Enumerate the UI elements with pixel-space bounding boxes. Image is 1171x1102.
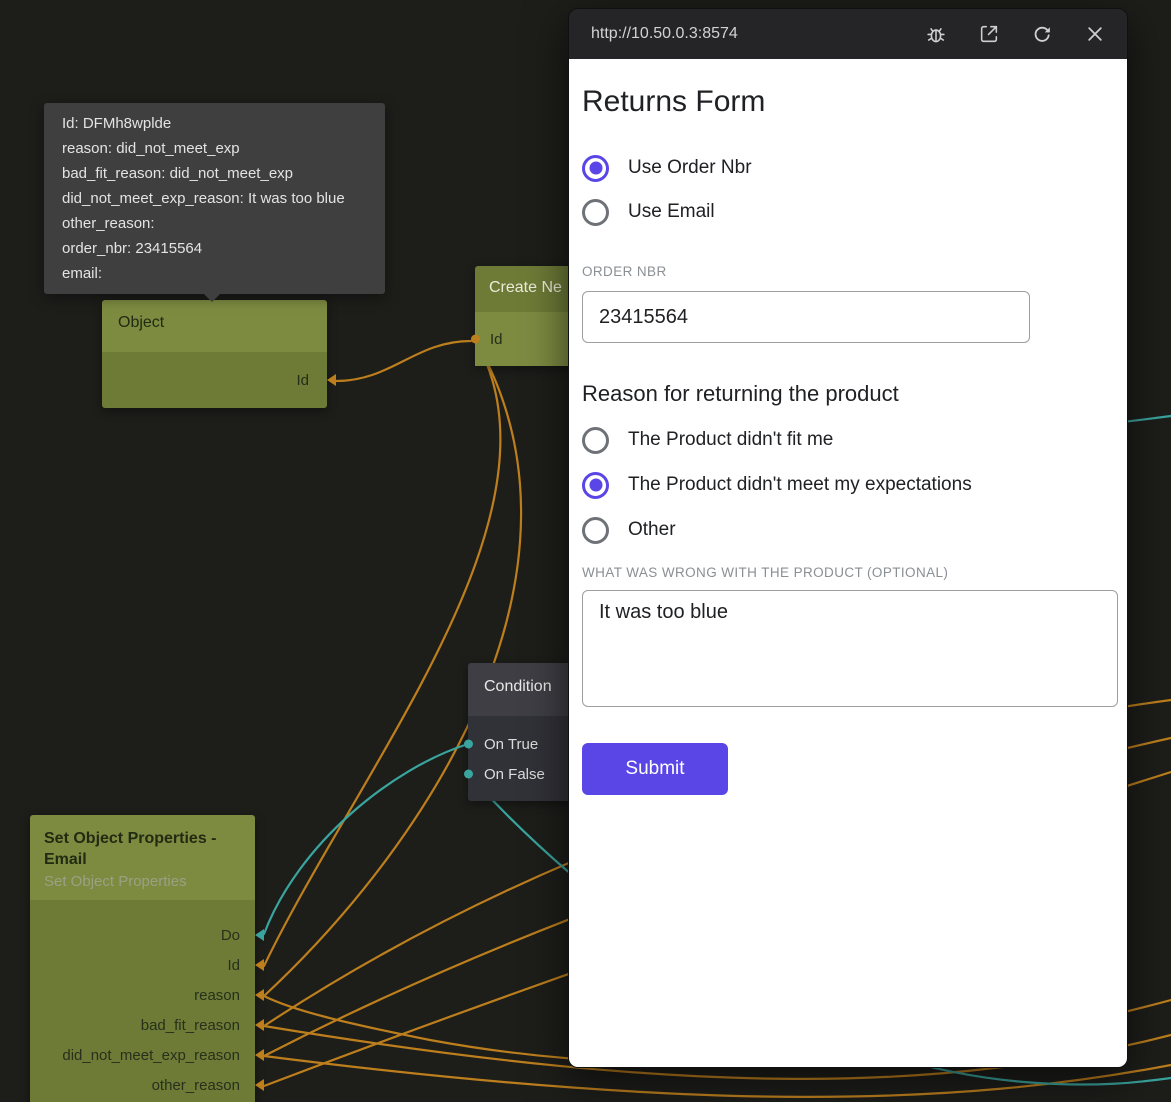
- submit-button[interactable]: Submit: [582, 743, 728, 795]
- node-set-subtitle: Set Object Properties: [44, 873, 187, 890]
- wire-bottom-3: [262, 1054, 1171, 1098]
- radio-label: Use Email: [628, 201, 715, 222]
- browser-titlebar[interactable]: http://10.50.0.3:8574: [569, 9, 1127, 59]
- port-bad-fit[interactable]: [255, 1019, 264, 1031]
- radio-label: Other: [628, 519, 676, 540]
- preview-window: http://10.50.0.3:8574: [568, 8, 1128, 1068]
- tooltip-line: bad_fit_reason: did_not_meet_exp: [62, 165, 294, 182]
- port-id-label: Id: [227, 956, 240, 974]
- port-reason-label: reason: [194, 986, 240, 1004]
- on-false-label: On False: [484, 765, 545, 783]
- port-row-bad-fit-reason: bad_fit_reason: [30, 1010, 264, 1040]
- tooltip-line: reason: did_not_meet_exp: [62, 140, 240, 157]
- wrong-with-product-textarea[interactable]: It was too blue: [582, 590, 1118, 707]
- wire-ontrue-to-do: [262, 742, 470, 936]
- wire-to-id-port: [262, 339, 502, 968]
- port-reason[interactable]: [255, 989, 264, 1001]
- radio-unselected-icon[interactable]: [582, 198, 609, 226]
- radio-use-email[interactable]: Use Email: [582, 195, 1114, 229]
- node-create-id-port[interactable]: [471, 334, 480, 344]
- on-true-port[interactable]: [464, 739, 473, 749]
- wrong-with-product-label: WHAT WAS WRONG WITH THE PRODUCT (OPTIONA…: [582, 565, 949, 580]
- on-false-port[interactable]: [464, 769, 473, 779]
- tooltip-line: Id: DFMh8wplde: [62, 115, 172, 132]
- node-object-id-row: Id: [102, 352, 336, 408]
- radio-use-order-nbr[interactable]: Use Order Nbr: [582, 151, 1114, 185]
- port-did-not-meet-label: did_not_meet_exp_reason: [62, 1046, 240, 1064]
- port-do[interactable]: [255, 929, 264, 941]
- node-object-id-port[interactable]: [327, 374, 336, 386]
- radio-unselected-icon[interactable]: [582, 516, 609, 544]
- node-object[interactable]: Object Id: [102, 300, 336, 408]
- node-object-id-label: Id: [296, 371, 309, 389]
- node-set-object-properties[interactable]: Set Object Properties - Email Set Object…: [30, 815, 264, 1102]
- port-other-reason[interactable]: [255, 1079, 264, 1091]
- radio-unselected-icon[interactable]: [582, 426, 609, 454]
- node-create-id-label: Id: [490, 330, 503, 348]
- radio-label: Use Order Nbr: [628, 157, 752, 178]
- port-other-reason-label: other_reason: [151, 1076, 240, 1094]
- port-row-reason: reason: [30, 980, 264, 1010]
- node-set-title: Set Object Properties - Email: [44, 830, 217, 868]
- tooltip-line: email:: [62, 265, 103, 282]
- open-in-new-window-icon[interactable]: [977, 22, 1001, 46]
- port-do-label: Do: [220, 926, 240, 944]
- tooltip-line: other_reason:: [62, 215, 155, 232]
- port-row-other-reason: other_reason: [30, 1070, 264, 1100]
- refresh-icon[interactable]: [1030, 22, 1054, 46]
- lookup-radio-group: Use Order Nbr Use Email: [582, 151, 1114, 229]
- radio-label: The Product didn't meet my expectations: [628, 474, 972, 495]
- form-page: Returns Form Use Order Nbr Use Email ORD…: [569, 59, 1127, 1067]
- reason-radio-group: The Product didn't fit me The Product di…: [582, 423, 1114, 547]
- order-nbr-label: ORDER NBR: [582, 264, 667, 279]
- node-debug-tooltip: Id: DFMh8wplde reason: did_not_meet_exp …: [44, 103, 385, 302]
- on-true-label: On True: [484, 735, 539, 753]
- url-text: http://10.50.0.3:8574: [591, 25, 738, 42]
- port-bad-fit-label: bad_fit_reason: [140, 1016, 240, 1034]
- node-object-title: Object: [102, 300, 327, 352]
- radio-label: The Product didn't fit me: [628, 429, 834, 450]
- node-condition-onfalse-row: On False: [464, 759, 653, 789]
- radio-other[interactable]: Other: [582, 513, 1114, 547]
- close-icon[interactable]: [1083, 22, 1107, 46]
- port-id[interactable]: [255, 959, 264, 971]
- tooltip-line: did_not_meet_exp_reason: It was too blue: [62, 190, 345, 207]
- port-row-id: Id: [30, 950, 264, 980]
- reason-heading: Reason for returning the product: [582, 381, 899, 406]
- tooltip-line: order_nbr: 23415564: [62, 240, 203, 257]
- radio-selected-icon[interactable]: [582, 471, 609, 499]
- debug-icon[interactable]: [924, 22, 948, 46]
- port-row-did-not-meet-exp-reason: did_not_meet_exp_reason: [30, 1040, 264, 1070]
- node-condition-ontrue-row: On True: [464, 729, 653, 759]
- radio-selected-icon[interactable]: [582, 154, 609, 182]
- page-title: Returns Form: [582, 85, 766, 118]
- wire-object-to-create: [334, 339, 473, 383]
- radio-didnt-fit[interactable]: The Product didn't fit me: [582, 423, 1114, 457]
- radio-didnt-meet-expectations[interactable]: The Product didn't meet my expectations: [582, 468, 1114, 502]
- port-row-do: Do: [30, 920, 264, 950]
- port-did-not-meet[interactable]: [255, 1049, 264, 1061]
- order-nbr-input[interactable]: [582, 291, 1030, 343]
